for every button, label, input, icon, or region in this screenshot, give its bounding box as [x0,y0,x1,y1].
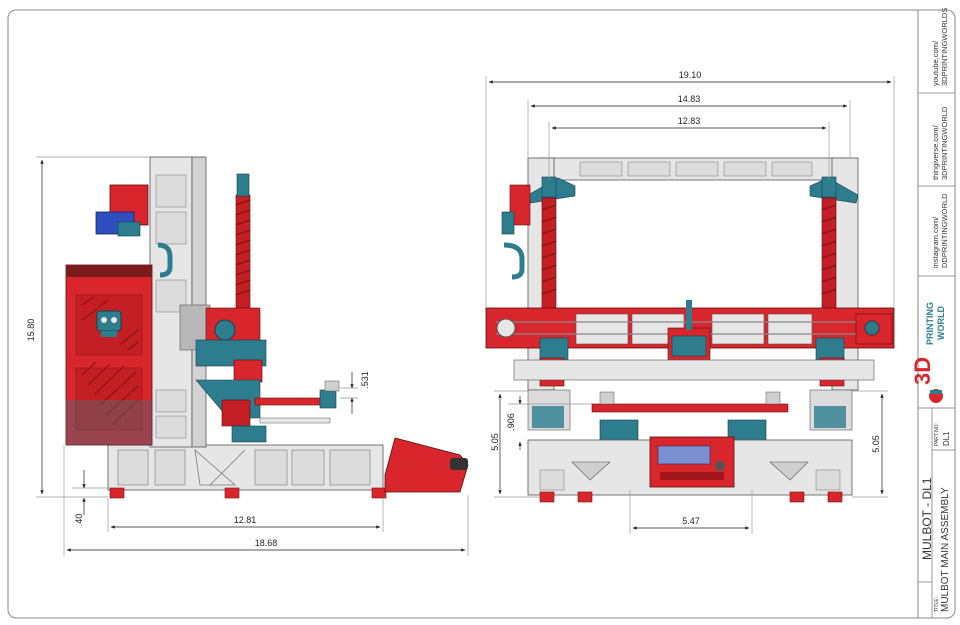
dim-bed-offset-label: .531 [360,371,370,389]
part-no-label: PART NO: [934,422,940,446]
dim-overall-width-label: 19.10 [679,70,702,80]
thingiverse-line2: 3DPRINTINGWORLD [940,106,949,180]
dim-overall-length-label: 18.68 [255,538,278,548]
part-no: DL1 [942,431,951,446]
thingiverse-link: thingiverse.com/ 3DPRINTINGWORLD [931,107,949,180]
youtube-line2: 3DPRINTINGWORLDS [940,7,949,86]
thingiverse-line1: thingiverse.com/ [931,125,940,180]
instagram-line1: instagram.com/ [931,216,940,268]
youtube-link: youtube.com/ 3DPRINTINGWORLDS [931,8,949,86]
front-view-assembly [485,157,895,503]
logo-top-word: PRINTING [925,302,935,345]
dim-base-length-label: 12.81 [234,515,257,525]
side-view-assembly [65,156,469,499]
logo-bottom-word: WORLD [936,306,946,340]
drawing-title: MULBOT - DL1 [920,477,934,560]
dim-feet-spacing-label: 5.47 [682,516,700,526]
front-dimensions [485,76,895,534]
dim-left-height-label: 5.05 [490,433,500,451]
instagram-link: instagram.com/ DDPRINTINGWORLD [931,193,949,268]
logo-mark: 3D [910,357,935,385]
dim-frame-width-label: 14.83 [678,94,701,104]
dim-rod-spacing-label: 12.83 [678,116,701,126]
side-dimensions [36,156,469,556]
dim-right-height-label: 5.05 [871,435,881,453]
dim-foot-label: .40 [74,514,84,527]
instagram-line2: DDPRINTINGWORLD [940,193,949,268]
youtube-line1: youtube.com/ [931,40,940,86]
sheet-border [7,9,956,619]
assembly-name: MULBOT MAIN ASSEMBLY [940,487,951,612]
printing-world-logo: 3D PRINTING WORLD [910,302,946,403]
dim-bed-gap-label: .906 [506,413,516,431]
dim-height-label: 15.80 [26,319,36,342]
